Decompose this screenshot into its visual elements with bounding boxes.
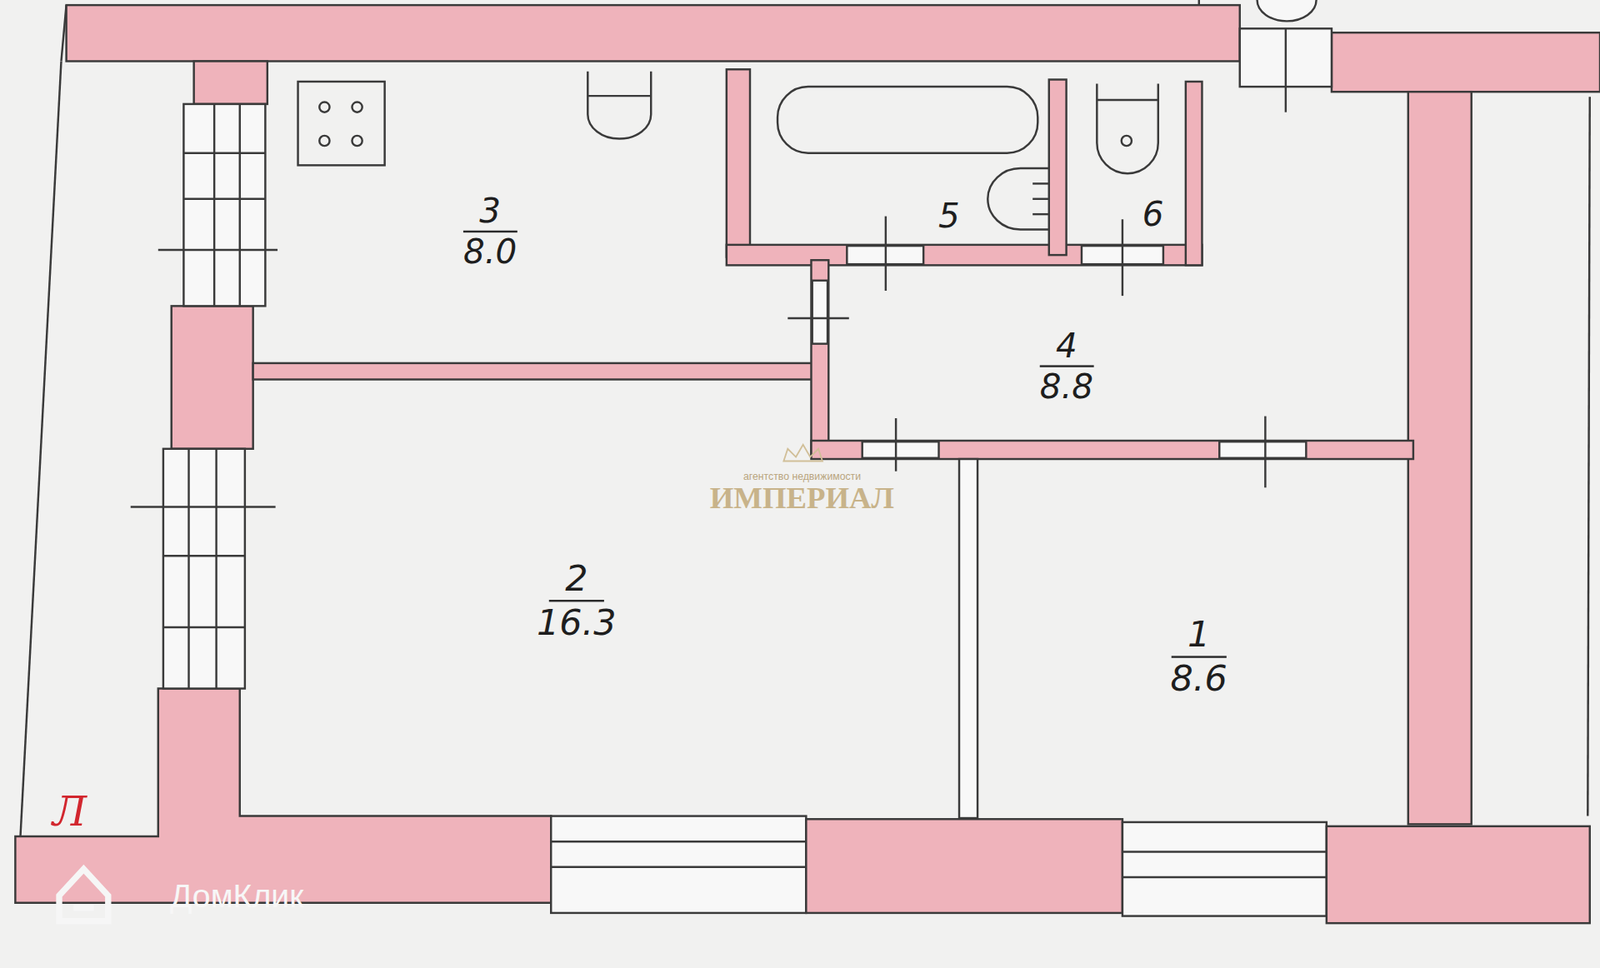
watermark-caption: агентство недвижимости xyxy=(743,470,861,481)
room-label: 48.8 xyxy=(1035,328,1098,408)
room-area: 8.6 xyxy=(1166,657,1232,700)
watermark-logo: ДомКлик xyxy=(170,876,304,915)
room-label: 216.3 xyxy=(532,560,620,644)
room-label: 38.0 xyxy=(459,193,521,273)
room: 18.6 xyxy=(978,460,1407,820)
room-number: 1 xyxy=(1170,616,1226,659)
room-number: 3 xyxy=(463,193,518,233)
room-number: 2 xyxy=(549,560,605,602)
watermark: ИМПЕРИАЛ xyxy=(710,480,895,516)
room-label: 18.6 xyxy=(1166,616,1232,700)
plan-mark: Л xyxy=(52,787,87,835)
room-label: 6 xyxy=(1138,194,1169,234)
room-label: 5 xyxy=(934,196,965,236)
room: 5 xyxy=(750,155,1047,245)
logo-icon xyxy=(59,869,109,921)
room: 6 xyxy=(1067,175,1185,245)
room: 38.0 xyxy=(255,71,725,363)
room: 48.8 xyxy=(828,267,1409,441)
room-number: 4 xyxy=(1039,328,1094,368)
crown-icon xyxy=(783,445,823,462)
room-number: 5 xyxy=(934,196,965,236)
room-area: 16.3 xyxy=(532,601,620,644)
room-number: 6 xyxy=(1138,194,1169,234)
room-area: 8.8 xyxy=(1035,367,1098,407)
room-area: 8.0 xyxy=(459,232,521,272)
room: 216.3 xyxy=(240,380,959,815)
